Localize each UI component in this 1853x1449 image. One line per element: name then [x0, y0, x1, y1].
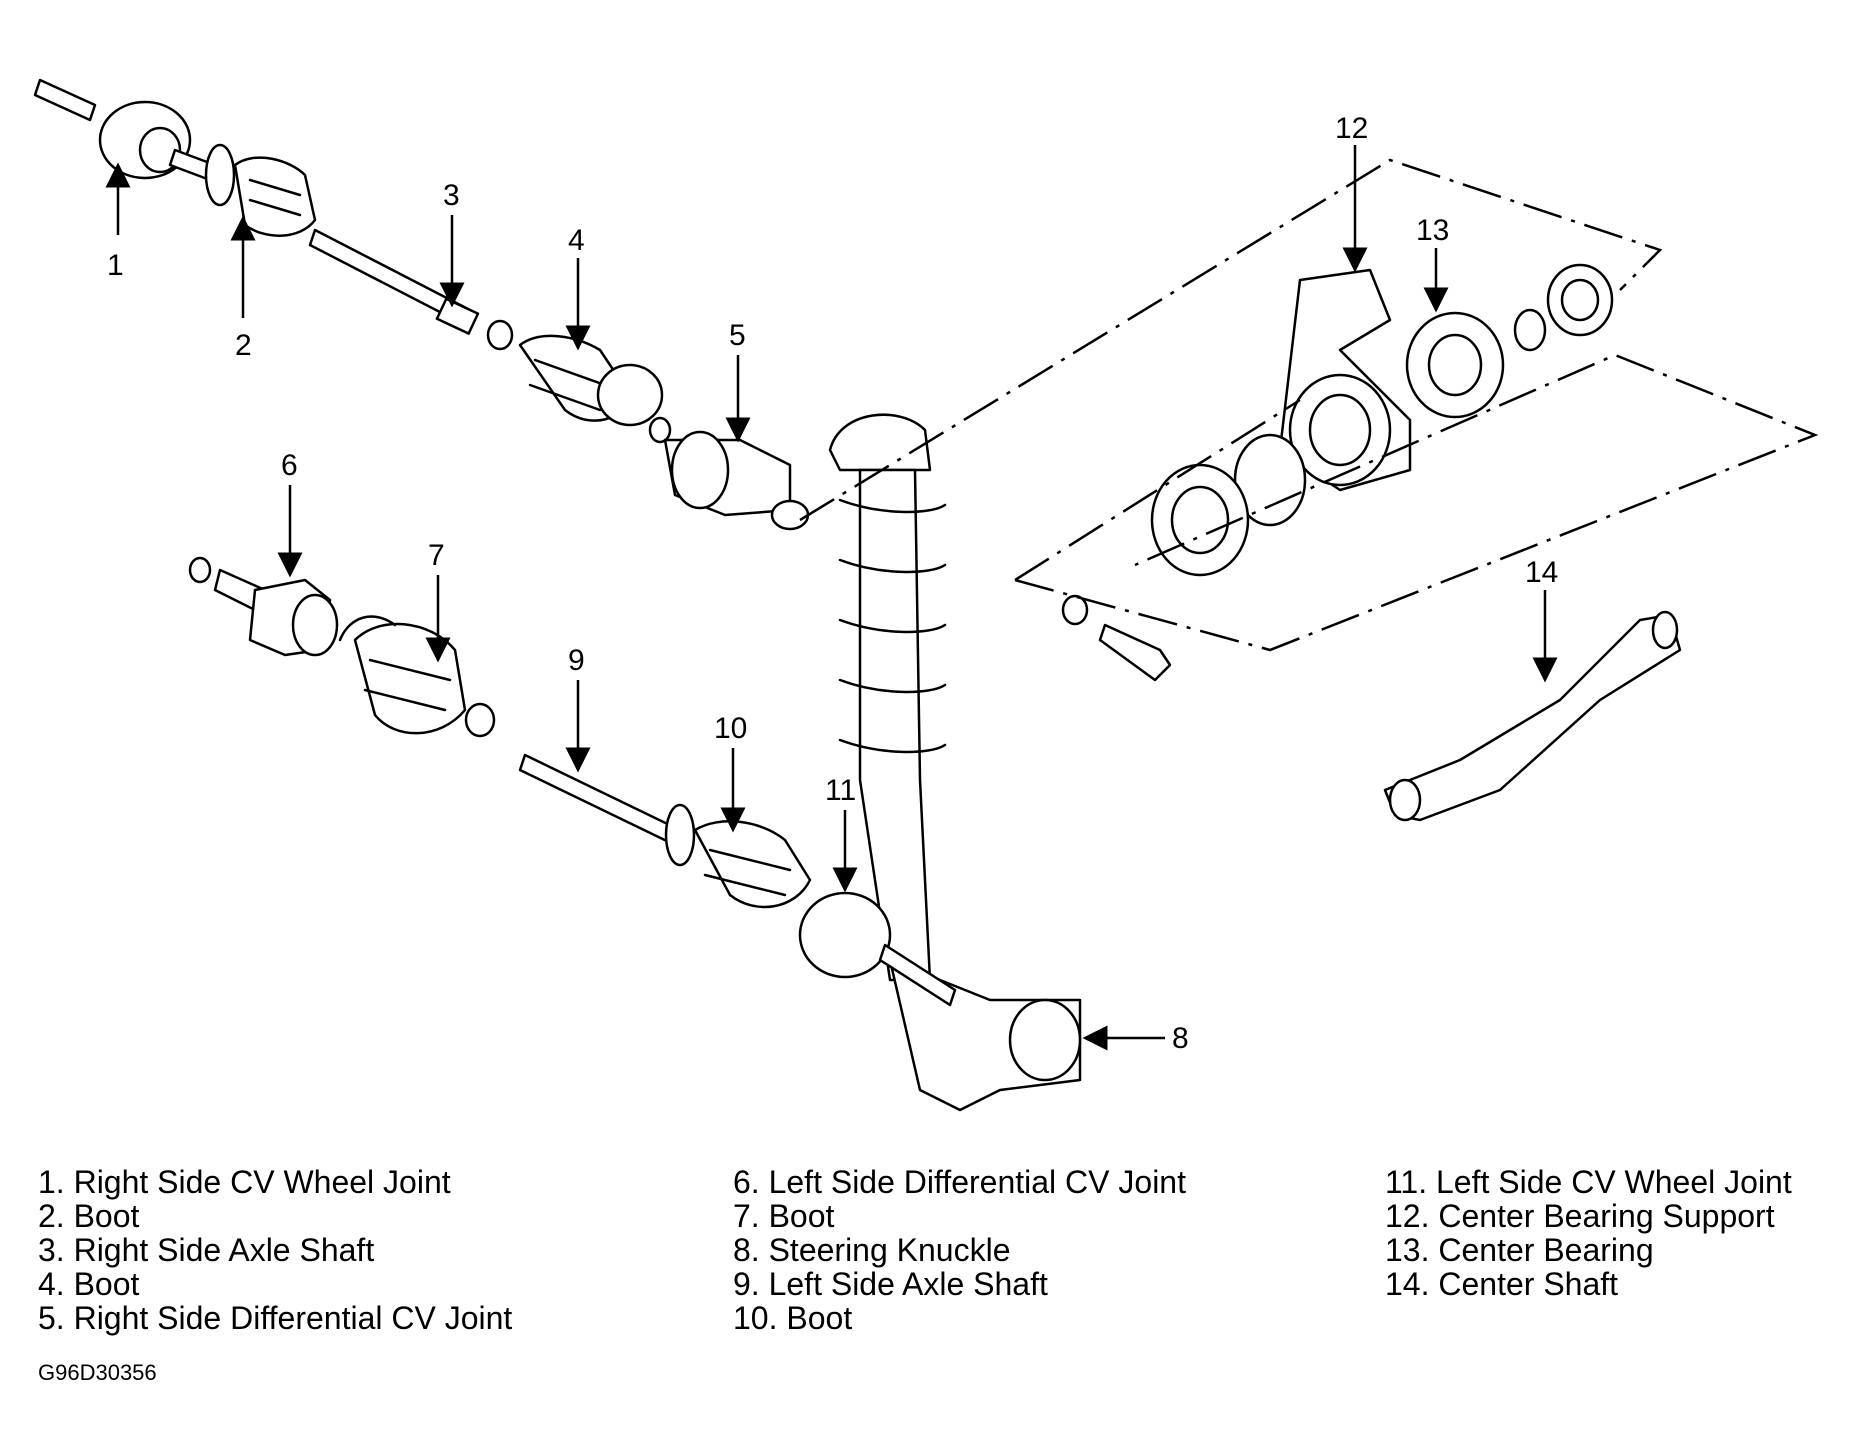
callout-14: 14: [1525, 556, 1558, 589]
mounting-bolt: [1098, 623, 1172, 682]
callout-8: 8: [1172, 1022, 1189, 1055]
legend-column-2: 6. Left Side Differential CV Joint 7. Bo…: [733, 1165, 1186, 1335]
legend-column-1: 1. Right Side CV Wheel Joint 2. Boot 3. …: [38, 1165, 512, 1335]
legend-item-5: 5. Right Side Differential CV Joint: [38, 1300, 513, 1336]
right-side-axle-spline: [435, 297, 480, 335]
bearing-seal: [1546, 263, 1614, 337]
left-side-inner-boot: [338, 615, 496, 738]
legend-item-4: 4. Boot: [38, 1266, 140, 1302]
callout-10: 10: [714, 712, 747, 745]
callout-3: 3: [443, 179, 460, 212]
callout-11: 11: [825, 774, 856, 807]
right-side-inner-boot: [486, 319, 672, 444]
assembly-dashed-outline-lower: [1014, 353, 1819, 652]
bearing-retainer-ring: [1513, 308, 1547, 352]
left-side-axle-shaft: [518, 753, 682, 847]
snap-ring: [1233, 433, 1307, 527]
assembly-dashed-outline-upper: [799, 158, 1663, 522]
left-side-outer-boot: [664, 803, 812, 909]
callout-2: 2: [235, 329, 252, 362]
callout-6: 6: [281, 449, 298, 482]
center-shaft: [1383, 610, 1682, 822]
right-side-differential-cv-joint: [663, 430, 810, 531]
callout-7: 7: [428, 539, 445, 572]
strut-spring-assembly: [828, 413, 947, 982]
right-side-outer-boot: [204, 143, 317, 237]
center-bearing: [1405, 311, 1505, 419]
legend-item-7: 7. Boot: [733, 1198, 835, 1234]
legend-item-11: 11. Left Side CV Wheel Joint: [1385, 1164, 1792, 1200]
callout-1: 1: [107, 249, 124, 282]
legend-column-3: 11. Left Side CV Wheel Joint 12. Center …: [1385, 1165, 1792, 1301]
callout-4: 4: [568, 224, 585, 257]
legend-item-12: 12. Center Bearing Support: [1385, 1198, 1775, 1234]
legend-item-9: 9. Left Side Axle Shaft: [733, 1266, 1048, 1302]
left-side-cv-wheel-joint: [798, 891, 957, 1007]
figure-code: G96D30356: [38, 1360, 157, 1385]
legend-item-14: 14. Center Shaft: [1385, 1266, 1619, 1302]
callout-9: 9: [568, 644, 585, 677]
left-side-differential-cv-joint: [188, 556, 339, 657]
washer: [1061, 594, 1089, 626]
right-side-cv-wheel-joint: [33, 78, 192, 180]
legend-item-3: 3. Right Side Axle Shaft: [38, 1232, 375, 1268]
legend-item-1: 1. Right Side CV Wheel Joint: [38, 1164, 451, 1200]
legend-item-13: 13. Center Bearing: [1385, 1232, 1654, 1268]
outer-bearing: [1150, 463, 1250, 577]
center-bearing-support: [1278, 268, 1412, 492]
legend-item-6: 6. Left Side Differential CV Joint: [733, 1164, 1186, 1200]
callout-12: 12: [1335, 112, 1368, 145]
callout-13: 13: [1416, 214, 1449, 247]
legend-item-8: 8. Steering Knuckle: [733, 1232, 1011, 1268]
callout-5: 5: [729, 319, 746, 352]
exploded-drive-axle-diagram: 1 2 3 4 5 6 7 8 9 10 11 12 13 14: [33, 78, 1819, 1112]
legend-item-2: 2. Boot: [38, 1198, 140, 1234]
legend-item-10: 10. Boot: [733, 1300, 853, 1336]
